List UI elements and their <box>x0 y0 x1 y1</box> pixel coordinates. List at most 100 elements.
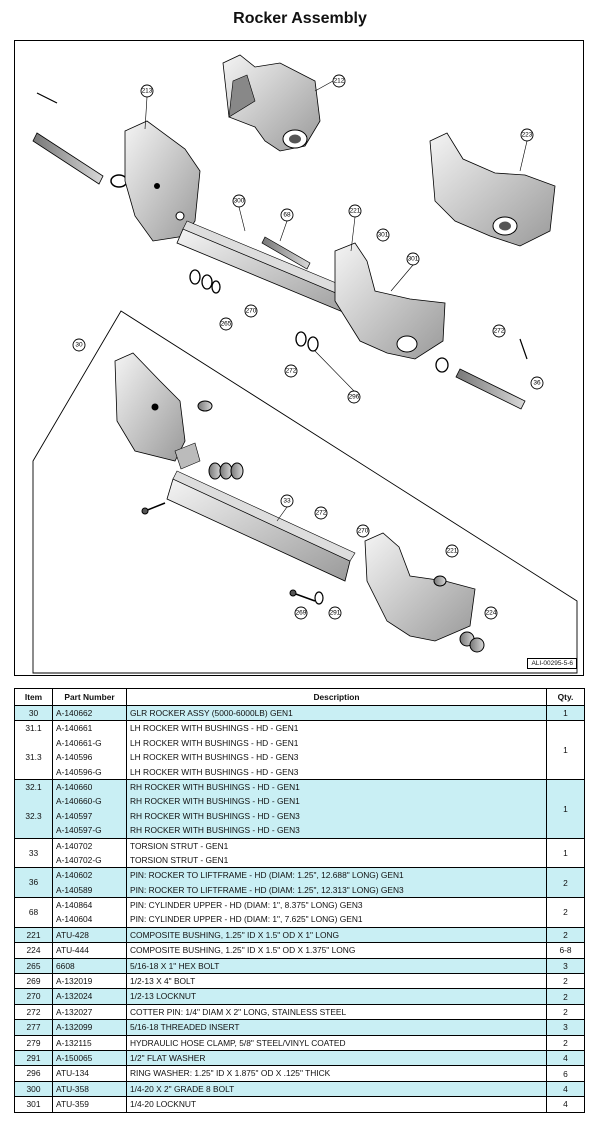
desc-line: PIN: ROCKER TO LIFTFRAME - HD (DIAM: 1.2… <box>130 884 404 895</box>
callout-272-a: 272 <box>492 324 506 338</box>
svg-text:301: 301 <box>408 256 419 263</box>
part-line: A-140864 <box>56 900 93 911</box>
item-line: 30 <box>28 708 39 718</box>
callout-221-b: 221 <box>445 544 459 558</box>
desc-line: 1/4-20 X 2" GRADE 8 BOLT <box>130 1083 235 1094</box>
desc-line: HYDRAULIC HOSE CLAMP, 5/8" STEEL/VINYL C… <box>130 1037 346 1048</box>
cell-part: A-132027 <box>52 1003 127 1021</box>
desc-line: PIN: CYLINDER UPPER - HD (DIAM: 1", 7.62… <box>130 914 363 925</box>
desc-line: LH ROCKER WITH BUSHINGS - HD - GEN3 <box>130 752 299 763</box>
cell-part: ATU-134 <box>52 1065 127 1082</box>
svg-text:68: 68 <box>283 212 291 219</box>
desc-line: LH ROCKER WITH BUSHINGS - HD - GEN1 <box>130 737 299 748</box>
cell-part: A-150065 <box>52 1049 127 1067</box>
item-line: 277 <box>26 1022 41 1033</box>
cell-qty: 2 <box>546 867 585 899</box>
cell-part: 6608 <box>52 957 127 975</box>
cell-part: A-132024 <box>52 988 127 1005</box>
item-line: 300 <box>26 1083 41 1094</box>
part-line: A-150065 <box>56 1052 93 1063</box>
part-line: A-140661-G <box>56 737 102 748</box>
item-line <box>18 736 49 750</box>
callout-223: 223 <box>520 128 534 142</box>
cell-qty: 4 <box>546 1049 585 1067</box>
part-line: ATU-134 <box>56 1068 89 1079</box>
item-line: 265 <box>26 960 41 971</box>
header-description: Description <box>126 688 547 706</box>
page-title: Rocker Assembly <box>233 10 367 27</box>
item-line: 272 <box>26 1006 41 1017</box>
callout-296: 296 <box>347 390 361 404</box>
callout-213: 213 <box>140 84 154 98</box>
part-line: A-132024 <box>56 991 93 1002</box>
cell-qty: 3 <box>546 1019 585 1036</box>
cell-desc: 5/16-18 X 1" HEX BOLT <box>126 957 547 975</box>
assembly-drawing: 213 212 223 300 68 221 301 301 270 265 2… <box>32 54 578 674</box>
cell-part: A-132019 <box>52 973 127 990</box>
cell-qty: 6-8 <box>546 942 585 959</box>
desc-line: GLR ROCKER ASSY (5000-6000LB) GEN1 <box>130 708 293 718</box>
cell-item: 31.1 31.3 <box>14 720 53 780</box>
cylinder-pin <box>261 236 311 270</box>
header-qty: Qty. <box>546 688 585 706</box>
svg-text:221: 221 <box>350 208 361 215</box>
callout-265: 265 <box>219 317 233 331</box>
cell-item: 277 <box>14 1019 53 1036</box>
part-line: A-140660-G <box>56 796 102 807</box>
cell-desc: HYDRAULIC HOSE CLAMP, 5/8" STEEL/VINYL C… <box>126 1034 547 1051</box>
cell-item: 301 <box>14 1096 53 1113</box>
svg-text:33: 33 <box>283 498 291 505</box>
cell-desc: 5/16-18 THREADED INSERT <box>126 1019 547 1036</box>
part-line: A-140589 <box>56 884 93 895</box>
item-line: 31.3 <box>25 752 42 763</box>
desc-line: RH ROCKER WITH BUSHINGS - HD - GEN3 <box>130 810 300 821</box>
item-line: 68 <box>28 907 39 918</box>
part-line: A-140602 <box>56 870 93 881</box>
desc-line: RH ROCKER WITH BUSHINGS - HD - GEN1 <box>130 781 300 792</box>
svg-text:272: 272 <box>316 510 327 517</box>
cell-qty: 2 <box>546 1003 585 1021</box>
svg-text:296: 296 <box>349 394 360 401</box>
cell-desc: PIN: ROCKER TO LIFTFRAME - HD (DIAM: 1.2… <box>126 867 547 899</box>
drawing-reference: ALI-00295-5-6 <box>527 658 577 669</box>
item-line: 32.1 <box>25 781 42 792</box>
cell-item: 32.1 32.3 <box>14 778 53 839</box>
part-line: ATU-428 <box>56 929 89 940</box>
svg-text:291: 291 <box>330 610 341 617</box>
cell-item: 265 <box>14 957 53 975</box>
part-line: A-140596 <box>56 752 93 763</box>
header-part-number: Part Number <box>52 688 127 706</box>
cell-desc: 1/2-13 LOCKNUT <box>126 988 547 1005</box>
part-line: A-140597-G <box>56 825 102 836</box>
desc-line: LH ROCKER WITH BUSHINGS - HD - GEN1 <box>130 723 299 734</box>
cell-part: ATU-444 <box>52 942 127 959</box>
lh-rocker-top <box>222 54 321 152</box>
part-line: A-132115 <box>56 1037 92 1048</box>
svg-text:300: 300 <box>234 198 245 205</box>
table-header-row: Item Part Number Description Qty. <box>14 688 585 706</box>
item-line: 32.3 <box>25 810 42 821</box>
cell-desc: 1/4-20 LOCKNUT <box>126 1096 547 1113</box>
inset-rh-rocker <box>364 532 485 653</box>
cell-part: ATU-428 <box>52 926 127 944</box>
part-line: A-140661 <box>56 723 93 734</box>
inset-torsion-strut <box>166 470 356 582</box>
cell-qty: 2 <box>546 1034 585 1051</box>
svg-text:212: 212 <box>334 78 345 85</box>
cell-item: 269 <box>14 973 53 990</box>
item-line: 31.1 <box>25 723 42 734</box>
header-item: Item <box>14 688 53 706</box>
desc-line: 5/16-18 THREADED INSERT <box>130 1022 240 1033</box>
